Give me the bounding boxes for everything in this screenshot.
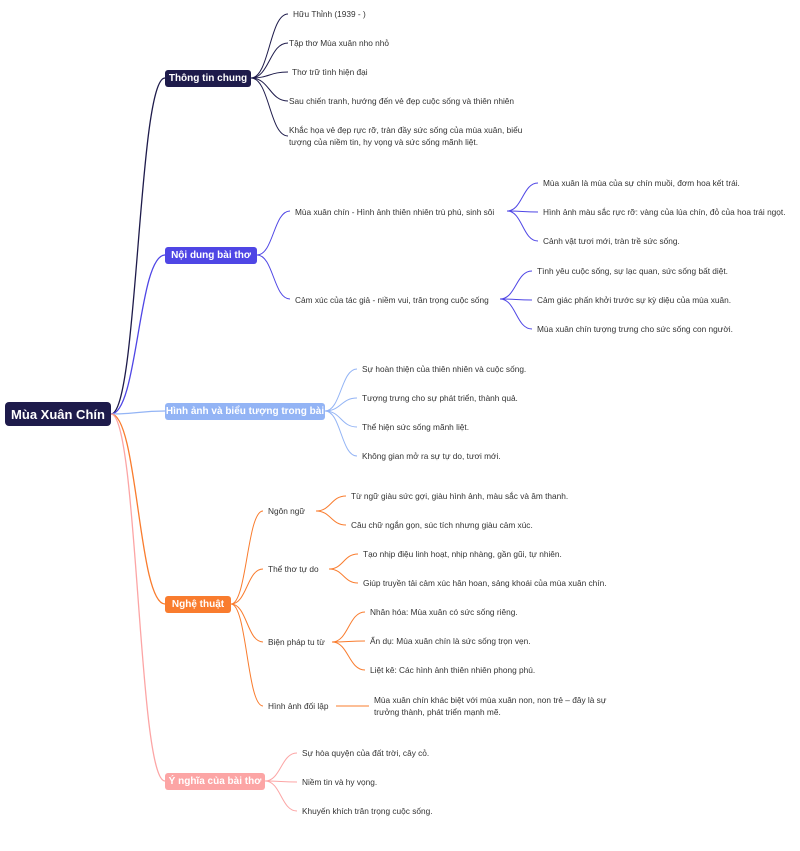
connector xyxy=(506,210,539,242)
connector xyxy=(331,640,366,643)
connector xyxy=(230,603,264,707)
branch-thong-tin-chung[interactable]: Thông tin chung xyxy=(165,70,251,87)
branch-noi-dung[interactable]: Nội dung bài thơ xyxy=(165,247,257,264)
connector xyxy=(324,410,358,428)
leaf-chin-muoi[interactable]: Mùa xuân là mùa của sự chín muồi, đơm ho… xyxy=(543,178,740,188)
leaf-tac-gia[interactable]: Hữu Thỉnh (1939 - ) xyxy=(293,9,366,19)
branch-nghe-thuat[interactable]: Nghệ thuật xyxy=(165,596,231,613)
leaf-doi-lap[interactable]: Mùa xuân chín khác biệt với mùa xuân non… xyxy=(374,695,607,717)
leaf-suc-song[interactable]: Thể hiện sức sống mãnh liệt. xyxy=(362,422,470,432)
leaf-an-du[interactable]: Ẩn dụ: Mùa xuân chín là sức sống trọn vẹ… xyxy=(370,636,531,646)
connector xyxy=(230,510,264,605)
connector xyxy=(506,210,539,213)
leaf-hoan-thien[interactable]: Sự hoàn thiện của thiên nhiên và cuộc số… xyxy=(362,364,527,374)
subtopic-ngon-ngu[interactable]: Ngôn ngữ xyxy=(268,506,305,516)
connector xyxy=(499,298,533,330)
connector xyxy=(110,413,166,605)
connector xyxy=(499,270,533,300)
leaf-cau-chu[interactable]: Câu chữ ngắn gọn, súc tích nhưng giàu cả… xyxy=(351,520,533,530)
leaf-tuong-trung[interactable]: Mùa xuân chín tượng trưng cho sức sống c… xyxy=(537,324,733,334)
connector xyxy=(230,603,264,643)
connector xyxy=(110,77,166,415)
leaf-nhip-dieu[interactable]: Tạo nhịp điệu linh hoạt, nhịp nhàng, gần… xyxy=(363,549,562,559)
branch-y-nghia[interactable]: Ý nghĩa của bài thơ xyxy=(165,773,265,790)
leaf-chu-de[interactable]: Khắc họa vẻ đẹp rực rỡ, tràn đầy sức sốn… xyxy=(289,125,523,147)
subtopic-cam-xuc[interactable]: Cảm xúc của tác giả - niềm vui, trân trọ… xyxy=(295,295,489,305)
leaf-tinh-yeu[interactable]: Tình yêu cuộc sống, sự lạc quan, sức sốn… xyxy=(537,266,728,276)
connector xyxy=(230,568,264,605)
connector xyxy=(264,780,298,812)
leaf-hoa-quyen[interactable]: Sự hòa quyện của đất trời, cây cỏ. xyxy=(302,748,430,758)
leaf-phan-khoi[interactable]: Cảm giác phấn khởi trước sự kỳ diệu của … xyxy=(537,295,732,305)
connector xyxy=(264,752,298,782)
connector xyxy=(328,553,359,570)
connector xyxy=(331,611,366,643)
connector xyxy=(324,397,358,412)
connector xyxy=(324,368,358,412)
leaf-tran-trong[interactable]: Khuyến khích trân trọng cuộc sống. xyxy=(302,806,433,816)
leaf-truyen-tai[interactable]: Giúp truyền tải cảm xúc hân hoan, sảng k… xyxy=(363,578,607,588)
leaf-khong-gian[interactable]: Không gian mở ra sự tự do, tươi mới. xyxy=(362,451,501,461)
connector xyxy=(324,410,358,457)
connector xyxy=(250,13,289,79)
connector xyxy=(110,254,166,415)
leaf-phat-trien[interactable]: Tượng trưng cho sự phát triển, thành quả… xyxy=(362,393,518,403)
leaf-niem-tin[interactable]: Niềm tin và hy vọng. xyxy=(302,777,378,787)
branch-hinh-anh-bieu-tuong[interactable]: Hình ảnh và biểu tượng trong bài xyxy=(165,403,325,420)
connector xyxy=(256,210,291,256)
connector xyxy=(250,77,289,137)
leaf-the-loai[interactable]: Thơ trữ tình hiện đại xyxy=(292,67,368,77)
connector xyxy=(250,71,289,79)
leaf-tap-tho[interactable]: Tập thơ Mùa xuân nho nhỏ xyxy=(289,38,390,48)
connector xyxy=(506,182,539,212)
connector xyxy=(499,298,533,301)
connector xyxy=(328,568,359,584)
leaf-nhan-hoa[interactable]: Nhân hóa: Mùa xuân có sức sống riêng. xyxy=(370,607,518,617)
connector xyxy=(110,413,166,782)
leaf-canh-vat[interactable]: Cảnh vật tươi mới, tràn trề sức sống. xyxy=(543,236,680,246)
leaf-mau-sac[interactable]: Hình ảnh màu sắc rực rỡ: vàng của lúa ch… xyxy=(543,207,786,217)
connector xyxy=(110,410,166,415)
connector xyxy=(315,495,347,512)
connector xyxy=(331,641,366,671)
subtopic-bien-phap[interactable]: Biện pháp tu từ xyxy=(268,637,325,647)
connector xyxy=(315,510,347,526)
connector xyxy=(256,254,291,300)
leaf-hoan-canh[interactable]: Sau chiến tranh, hướng đến vẻ đẹp cuộc s… xyxy=(289,96,515,106)
connector xyxy=(250,77,289,102)
connector xyxy=(264,780,298,783)
subtopic-mua-xuan-chin[interactable]: Mùa xuân chín - Hình ảnh thiên nhiên trù… xyxy=(295,207,495,217)
subtopic-the-tho[interactable]: Thể thơ tự do xyxy=(268,564,319,574)
subtopic-doi-lap[interactable]: Hình ảnh đối lập xyxy=(268,701,329,711)
leaf-tu-ngu[interactable]: Từ ngữ giàu sức gợi, giàu hình ảnh, màu … xyxy=(351,491,569,501)
leaf-liet-ke[interactable]: Liệt kê: Các hình ảnh thiên nhiên phong … xyxy=(370,665,536,675)
root-topic[interactable]: Mùa Xuân Chín xyxy=(5,402,111,426)
connector xyxy=(250,42,289,79)
